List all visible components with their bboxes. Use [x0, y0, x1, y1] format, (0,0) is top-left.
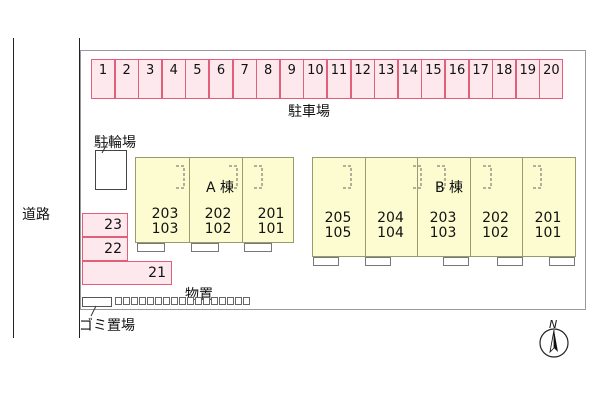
unit-lower-number: 101 — [534, 225, 562, 241]
garbage-label: ゴミ置場 — [79, 318, 135, 334]
unit-divider — [365, 158, 366, 256]
building-a — [135, 157, 294, 243]
compass-label: N — [549, 318, 558, 331]
bicycle-parking-label: 駐輪場 — [94, 135, 136, 151]
unit-lower-number: 102 — [204, 221, 232, 237]
parking-slot-1[interactable]: 1 — [91, 59, 115, 99]
parking-slot-21[interactable]: 21 — [82, 261, 172, 285]
storage-unit — [203, 297, 210, 305]
road-boundary-right — [79, 38, 80, 338]
balcony — [191, 243, 219, 252]
storage-unit — [171, 297, 178, 305]
road-label: 道路 — [22, 207, 50, 223]
parking-slot-20[interactable]: 20 — [539, 59, 564, 99]
parking-slot-17[interactable]: 17 — [468, 59, 493, 99]
unit-upper-number: 201 — [534, 210, 562, 226]
parking-slot-19[interactable]: 19 — [515, 59, 540, 99]
parking-slot-8[interactable]: 8 — [256, 59, 281, 99]
storage-unit — [219, 297, 226, 305]
building-b-label: B 棟 — [435, 180, 464, 196]
storage-unit — [123, 297, 130, 305]
unit-upper-number: 203 — [151, 206, 179, 222]
storage-unit — [235, 297, 242, 305]
storage-unit — [131, 297, 138, 305]
parking-slot-16[interactable]: 16 — [445, 59, 469, 99]
balcony — [137, 243, 165, 252]
balcony — [313, 257, 339, 266]
unit-divider — [470, 158, 471, 256]
parking-slot-12[interactable]: 12 — [350, 59, 375, 99]
unit-upper-number: 202 — [482, 210, 509, 226]
parking-slot-23[interactable]: 23 — [82, 213, 128, 237]
unit-lower-number: 103 — [151, 221, 179, 237]
unit-upper-number: 204 — [377, 210, 404, 226]
parking-slot-11[interactable]: 11 — [327, 59, 351, 99]
unit-lower-number: 105 — [324, 225, 352, 241]
storage-unit — [147, 297, 154, 305]
bicycle-parking-area — [95, 150, 127, 190]
parking-slot-22[interactable]: 22 — [82, 237, 128, 261]
unit-divider — [417, 158, 418, 256]
unit-upper-number: 202 — [204, 206, 232, 222]
leader-line-icon — [90, 305, 97, 317]
unit-lower-number: 104 — [377, 225, 404, 241]
parking-label: 駐車場 — [288, 104, 330, 120]
storage-unit — [115, 297, 122, 305]
north-arrow-icon — [539, 328, 569, 358]
storage-unit — [179, 297, 186, 305]
parking-slot-13[interactable]: 13 — [374, 59, 399, 99]
storage-unit — [187, 297, 194, 305]
balcony — [244, 243, 272, 252]
balcony — [497, 257, 523, 266]
leader-line-icon — [101, 141, 109, 154]
storage-unit — [139, 297, 146, 305]
road-boundary-left — [13, 38, 14, 338]
balcony — [365, 257, 391, 266]
unit-divider — [522, 158, 523, 256]
unit-lower-number: 102 — [482, 225, 509, 241]
building-a-label: A 棟 — [206, 180, 235, 196]
storage-unit — [243, 297, 250, 305]
parking-slot-10[interactable]: 10 — [303, 59, 328, 99]
storage-unit — [211, 297, 218, 305]
unit-upper-number: 205 — [324, 210, 352, 226]
storage-unit — [155, 297, 162, 305]
parking-slot-18[interactable]: 18 — [492, 59, 517, 99]
garbage-area — [82, 297, 112, 307]
unit-lower-number: 103 — [429, 225, 457, 241]
parking-slot-6[interactable]: 6 — [209, 59, 233, 99]
parking-slot-9[interactable]: 9 — [279, 59, 304, 99]
storage-unit — [163, 297, 170, 305]
balcony — [443, 257, 469, 266]
unit-divider — [189, 158, 190, 242]
parking-slot-5[interactable]: 5 — [185, 59, 210, 99]
parking-slot-3[interactable]: 3 — [138, 59, 163, 99]
building-b — [312, 157, 576, 257]
parking-slot-7[interactable]: 7 — [232, 59, 257, 99]
parking-slot-4[interactable]: 4 — [161, 59, 186, 99]
storage-unit — [195, 297, 202, 305]
balcony — [549, 257, 575, 266]
unit-lower-number: 101 — [257, 221, 285, 237]
parking-slot-15[interactable]: 15 — [421, 59, 446, 99]
parking-slot-2[interactable]: 2 — [114, 59, 139, 99]
parking-slot-14[interactable]: 14 — [397, 59, 422, 99]
unit-upper-number: 203 — [429, 210, 457, 226]
unit-upper-number: 201 — [257, 206, 285, 222]
storage-row — [115, 297, 251, 305]
storage-unit — [227, 297, 234, 305]
unit-divider — [242, 158, 243, 242]
